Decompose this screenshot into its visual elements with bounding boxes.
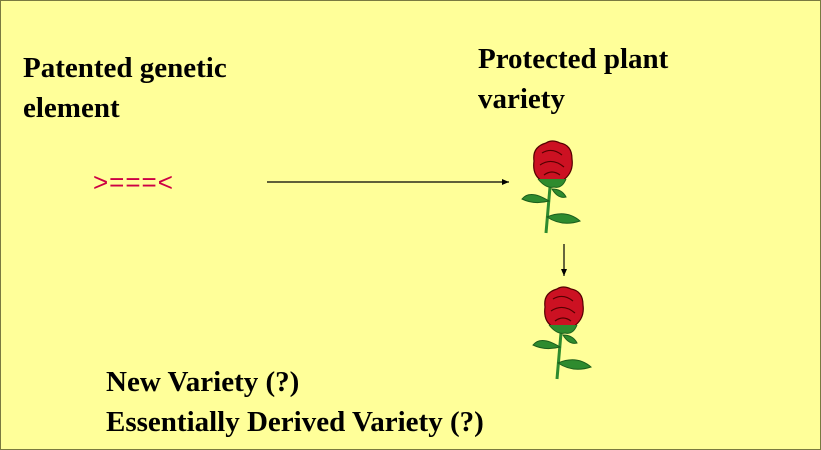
rose-icon bbox=[529, 285, 601, 381]
essentially-derived-variety-label: Essentially Derived Variety (?) bbox=[106, 402, 484, 442]
variety-question-labels: New Variety (?) Essentially Derived Vari… bbox=[106, 362, 484, 442]
new-variety-label: New Variety (?) bbox=[106, 362, 484, 402]
rose-icon bbox=[518, 139, 590, 235]
